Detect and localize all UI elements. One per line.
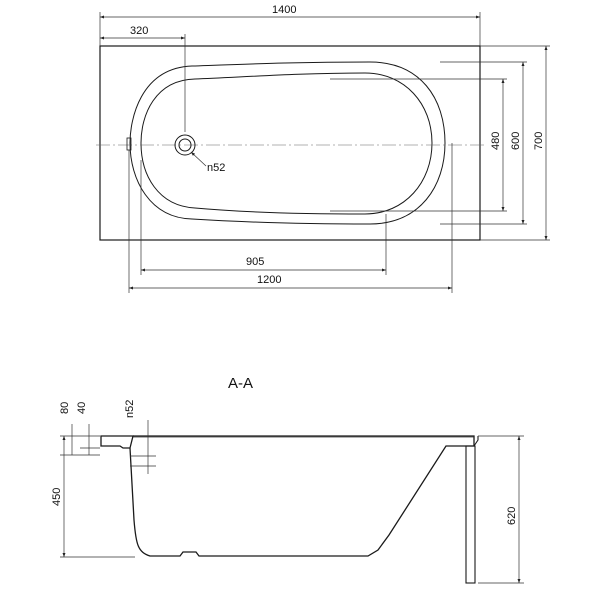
- section-title: A-A: [228, 375, 253, 392]
- section-view: A-A 80 40 450 n52 620: [51, 375, 524, 584]
- dim-drain-offset: 320: [130, 25, 148, 37]
- drain-inner-circle: [178, 138, 192, 152]
- dim-depth: 450: [51, 488, 63, 506]
- section-support-panel: [465, 445, 476, 584]
- dim-total-length: 1400: [272, 4, 296, 16]
- drain-leader: [190, 151, 207, 167]
- plan-basin-outline: [129, 61, 446, 225]
- dim-lip: 40: [76, 402, 88, 414]
- drain-outer-circle: [174, 134, 196, 156]
- dim-inner-width: 480: [490, 132, 502, 150]
- plan-outer-rim: [99, 45, 481, 241]
- section-rim-left: [100, 435, 134, 449]
- drain-label: n52: [207, 162, 225, 174]
- dim-rim: 80: [59, 402, 71, 414]
- section-rim-right: [446, 436, 479, 447]
- dim-rim-length: 1200: [257, 274, 281, 286]
- plan-basin-inner: [140, 72, 433, 215]
- dim-total-width: 700: [533, 132, 545, 150]
- dim-height: 620: [506, 507, 518, 525]
- dim-section-drain: n52: [124, 400, 136, 418]
- section-tub-outline: [129, 435, 475, 557]
- dim-mid-width: 600: [510, 132, 522, 150]
- plan-view: n52 1400 320 480 600 700 905 1200: [96, 4, 550, 293]
- dim-inner-length: 905: [246, 256, 264, 268]
